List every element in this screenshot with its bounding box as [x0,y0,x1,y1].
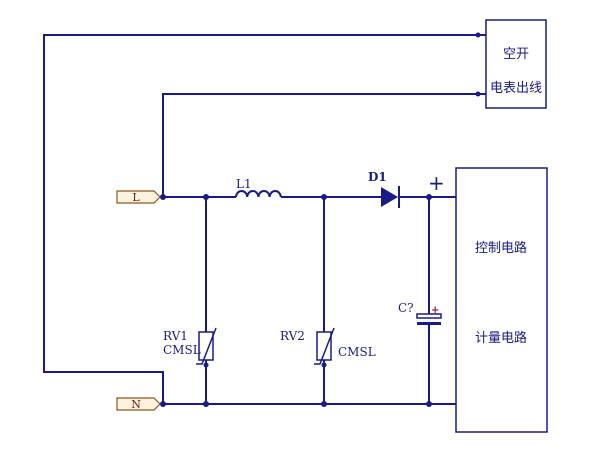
port-neutral-flag [116,397,161,411]
varistor-rv2: RV2 CMSL [280,197,376,404]
live-feed-wire [162,93,486,197]
capacitor-label: C? [398,301,414,315]
port-live-flag [116,190,161,204]
diode-label: D1 [368,170,387,184]
junction-node [475,91,481,97]
junction-node [426,194,432,200]
junction-node [203,401,209,407]
neutral-feed-wire [43,34,486,404]
rv2-label: RV2 [280,329,305,343]
control-box: 控制电路 计量电路 [455,167,548,433]
junction-node [426,401,432,407]
inductor-l1: L1 [235,177,282,198]
varistor-rv1: RV1 CMSL [163,197,217,404]
junction-node [160,194,166,200]
junction-node [475,32,481,38]
inductor-coil [235,190,282,198]
rv1-body [198,331,214,361]
breaker-box-title: 空开 [503,47,529,62]
junction-node [321,401,327,407]
rv1-type-label: CMSL [163,343,201,357]
port-neutral-label: N [131,398,141,411]
capacitor-c: + C? [398,197,442,404]
port-live: L [116,190,161,204]
cap-plate-positive [416,313,442,319]
rv1-label: RV1 [163,329,188,343]
rv2-body [316,331,332,361]
junction-node [203,194,209,200]
control-circuit-label: 控制电路 [475,240,527,256]
junction-node [160,401,166,407]
port-neutral: N [116,397,161,411]
diode-d1: D1 [368,170,400,208]
breaker-box: 空开 电表出线 [485,19,547,109]
diode-triangle [381,187,398,207]
metering-circuit-label: 计量电路 [475,330,527,346]
junction-node [203,362,209,368]
output-plus-sign: + [428,171,445,195]
control-box-frame [455,167,548,433]
cap-polarity-mark: + [431,305,439,316]
port-live-label: L [132,191,140,204]
rv2-diagonal [314,327,335,365]
breaker-box-subtitle: 电表出线 [490,81,542,96]
rv2-type-label: CMSL [338,345,376,359]
cap-plate-negative [417,322,441,325]
inductor-label: L1 [236,177,252,191]
junction-node [321,194,327,200]
breaker-box-frame [485,19,547,109]
rv1-diagonal [196,327,217,365]
junction-node [321,362,327,368]
